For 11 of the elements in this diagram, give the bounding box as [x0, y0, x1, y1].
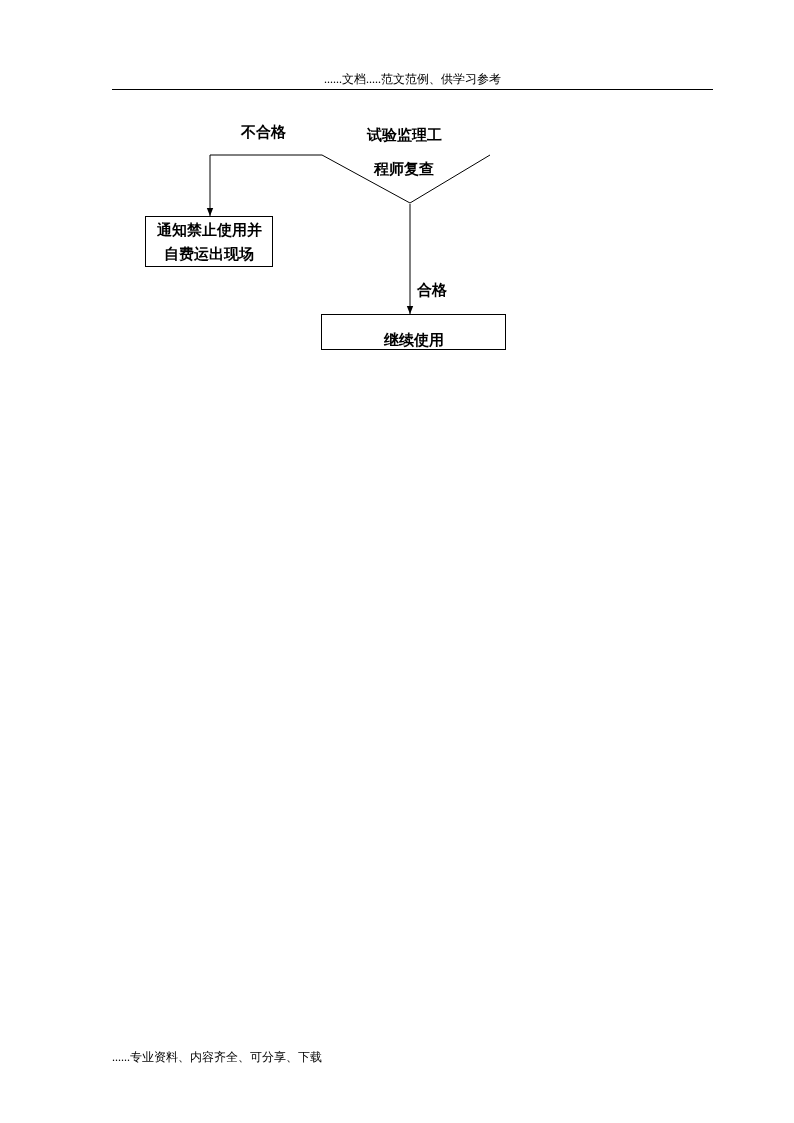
edge-label: 合格	[416, 281, 448, 299]
edge-label: 不合格	[240, 123, 287, 141]
arrow	[206, 154, 323, 217]
process-box	[321, 314, 506, 350]
page-header: ......文档.....范文范例、供学习参考	[323, 72, 502, 86]
node-text: 试验监理工程师复查	[365, 126, 443, 179]
process-box	[145, 216, 273, 267]
node-text: 继续使用	[382, 331, 445, 350]
arrow	[406, 203, 414, 315]
node-text: 通知禁止使用并自费运出现场	[155, 221, 263, 264]
page-footer: ......专业资料、内容齐全、可分享、下载	[112, 1050, 322, 1064]
